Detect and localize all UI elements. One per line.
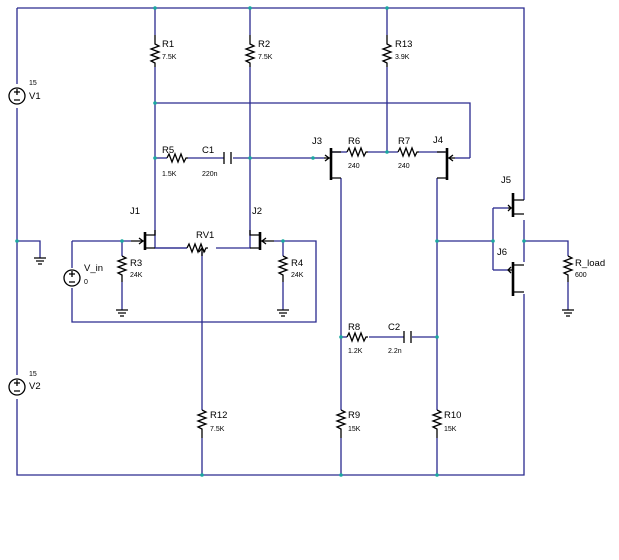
J1-ref: J1 <box>130 206 140 217</box>
node-dots <box>15 6 526 477</box>
R10-value: 15K <box>444 426 457 433</box>
voltage-source-V1: 15 V1 <box>8 80 41 105</box>
voltage-source-V2: 15 V2 <box>8 371 41 396</box>
J4-ref: J4 <box>433 135 443 146</box>
jfet-J2: J2 <box>249 206 274 250</box>
R10-ref: R10 <box>444 410 461 421</box>
jfet-J3: J3 <box>312 136 341 180</box>
C1-ref: C1 <box>202 145 214 156</box>
V_in-value: 0 <box>84 279 88 286</box>
C2-value: 2.2n <box>388 348 402 355</box>
resistor-R4: R4 24K <box>277 255 304 282</box>
R12-ref: R12 <box>210 410 227 421</box>
resistor-R_load: R_load 600 <box>562 255 605 282</box>
V2-ref: V2 <box>29 381 41 392</box>
resistor-R9: R9 15K <box>335 409 361 438</box>
jfet-J4: J4 <box>433 135 455 180</box>
voltage-source-V_in: V_in 0 <box>63 263 103 287</box>
C2-ref: C2 <box>388 322 400 333</box>
R1-ref: R1 <box>162 39 174 50</box>
R_load-ref: R_load <box>575 258 605 269</box>
RV1-ref: RV1 <box>196 230 214 241</box>
J5-ref: J5 <box>501 175 511 186</box>
R6-ref: R6 <box>348 136 360 147</box>
J3-ref: J3 <box>312 136 322 147</box>
R2-ref: R2 <box>258 39 270 50</box>
R5-value: 1.5K <box>162 171 177 178</box>
R9-value: 15K <box>348 426 361 433</box>
jfet-J1: J1 <box>130 206 156 250</box>
V_in-ref: V_in <box>84 263 103 274</box>
V2-value: 15 <box>29 371 37 378</box>
capacitor-C2: C2 2.2n <box>388 322 412 355</box>
R1-value: 7.5K <box>162 54 177 61</box>
V1-value: 15 <box>29 80 37 87</box>
V1-ref: V1 <box>29 91 41 102</box>
resistor-R13: R13 3.9K <box>381 35 412 67</box>
resistor-R8: R8 1.2K <box>346 322 368 355</box>
C1-value: 220n <box>202 171 218 178</box>
R_load-value: 600 <box>575 272 587 279</box>
R13-ref: R13 <box>395 39 412 50</box>
resistor-R3: R3 24K <box>116 255 143 282</box>
ground-symbols <box>34 257 574 317</box>
capacitor-C1: C1 220n <box>202 145 232 178</box>
R8-ref: R8 <box>348 322 360 333</box>
resistor-R1: R1 7.5K <box>149 35 177 67</box>
J6-ref: J6 <box>497 247 507 258</box>
R6-value: 240 <box>348 163 360 170</box>
R7-value: 240 <box>398 163 410 170</box>
R9-ref: R9 <box>348 410 360 421</box>
resistor-R12: R12 7.5K <box>196 409 227 438</box>
J2-ref: J2 <box>252 206 262 217</box>
R3-value: 24K <box>130 272 143 279</box>
resistor-R5: R5 1.5K <box>162 145 188 178</box>
resistor-R2: R2 7.5K <box>244 35 273 67</box>
R2-value: 7.5K <box>258 54 273 61</box>
R13-value: 3.9K <box>395 54 410 61</box>
R4-value: 24K <box>291 272 304 279</box>
R8-value: 1.2K <box>348 348 363 355</box>
R12-value: 7.5K <box>210 426 225 433</box>
R4-ref: R4 <box>291 258 303 269</box>
resistor-R6: R6 240 <box>346 136 368 170</box>
R7-ref: R7 <box>398 136 410 147</box>
R3-ref: R3 <box>130 258 142 269</box>
R5-ref: R5 <box>162 145 174 156</box>
jfet-J6: J6 <box>497 247 524 296</box>
potentiometer-RV1: RV1 <box>186 230 214 256</box>
resistor-R10: R10 15K <box>431 409 461 438</box>
jfet-J5: J5 <box>501 175 524 217</box>
wires <box>16 7 569 476</box>
resistor-R7: R7 240 <box>397 136 419 170</box>
